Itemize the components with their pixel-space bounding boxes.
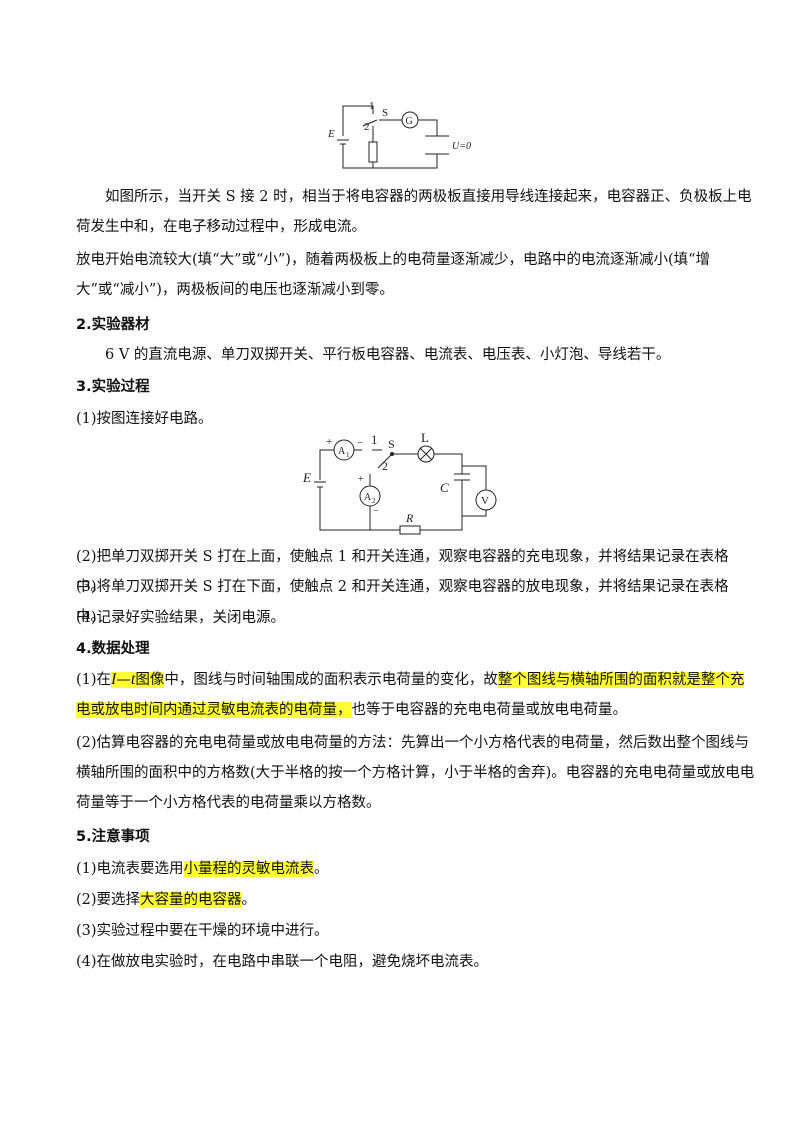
a1-minus-label: − <box>357 437 363 449</box>
switch-blade <box>362 119 378 127</box>
step-2: (2)把单刀双掷开关 S 打在上面，使触点 1 和开关连通，观察电容器的充电现象… <box>76 549 729 595</box>
step-4: (4)记录好实验结果，关闭电源。 <box>76 610 286 626</box>
a2-minus-label: − <box>373 506 379 517</box>
note-3: (3)实验过程中要在干燥的环境中进行。 <box>76 923 329 939</box>
resistor-label: R <box>405 511 414 525</box>
voltmeter-label: V <box>481 495 489 507</box>
contact-2-label: 2 <box>364 121 370 133</box>
galvanometer-label: G <box>406 116 413 127</box>
a1-subscript: 1 <box>346 451 350 459</box>
note-4: (4)在做放电实验时，在电路中串联一个电阻，避免烧坏电流表。 <box>76 954 489 970</box>
a1-plus-label: + <box>326 436 332 448</box>
highlight-total-area: 整个图线与横轴所围的面积就是整个充 <box>497 672 745 688</box>
contact-1-label: 1 <box>369 100 375 112</box>
section-3-heading: 3.实验过程 <box>76 379 150 395</box>
note-2: (2)要选择大容量的电容器。 <box>76 892 257 908</box>
capacitor-label: C <box>440 480 449 495</box>
highlight-large-capacitor: 大容量的电容器 <box>140 892 242 908</box>
emf-label: E <box>327 128 335 140</box>
step-3: (3)将单刀双掷开关 S 打在下面，使触点 2 和开关连通，观察电容器的放电现象… <box>76 579 729 625</box>
circuit-diagram-discharge: 1 2 S G E U=0 <box>327 100 471 169</box>
wire-top-left <box>342 105 374 126</box>
a1-label: A <box>338 446 346 457</box>
resistor <box>399 525 421 535</box>
contact-2-label: 2 <box>382 459 388 473</box>
a2-label: A <box>364 492 372 503</box>
a2-plus-label: + <box>358 474 364 485</box>
switch-label: S <box>388 437 395 451</box>
section-4-heading: 4.数据处理 <box>76 641 150 657</box>
switch-blade <box>377 453 393 469</box>
highlight-sensitive-ammeter: 小量程的灵敏电流表 <box>183 861 315 877</box>
data-processing-1: (1)在I—t图像中，图线与时间轴围成的面积表示电荷量的变化，故整个图线与横轴所… <box>76 671 745 718</box>
highlight-graph-type: I—t图像 <box>111 671 165 688</box>
section-5-heading: 5.注意事项 <box>76 829 150 845</box>
a2-subscript: 2 <box>372 497 376 505</box>
switch-label: S <box>382 107 388 119</box>
resistor <box>368 141 378 163</box>
contact-1-label: 1 <box>371 432 378 447</box>
intro-paragraph-2: 放电开始电流较大(填“大”或“小”)，随着两极板上的电荷量逐渐减少，电路中的电流… <box>76 252 711 298</box>
step-1: (1)按图连接好电路。 <box>76 411 213 427</box>
section-2-heading: 2.实验器材 <box>76 317 150 333</box>
intro-paragraph-1: 如图所示，当开关 S 接 2 时，相当于将电容器的两极板直接用导线连接起来，电容… <box>76 189 752 235</box>
section-2-text: 6 V 的直流电源、单刀双掷开关、平行板电容器、电流表、电压表、小灯泡、导线若干… <box>105 347 671 363</box>
note-1: (1)电流表要选用小量程的灵敏电流表。 <box>76 861 329 877</box>
circuit-diagram-experiment: + A 1 − 1 S L 2 E C + A 2 − V R <box>302 430 497 535</box>
lamp-label: L <box>421 430 429 445</box>
voltage-label: U=0 <box>452 141 471 152</box>
highlight-charge-through-meter: 电或放电时间内通过灵敏电流表的电荷量， <box>76 702 352 718</box>
data-processing-2: (2)估算电容器的充电电荷量或放电电荷量的方法：先算出一个小方格代表的电荷量，然… <box>76 735 755 811</box>
emf-label: E <box>302 470 311 485</box>
